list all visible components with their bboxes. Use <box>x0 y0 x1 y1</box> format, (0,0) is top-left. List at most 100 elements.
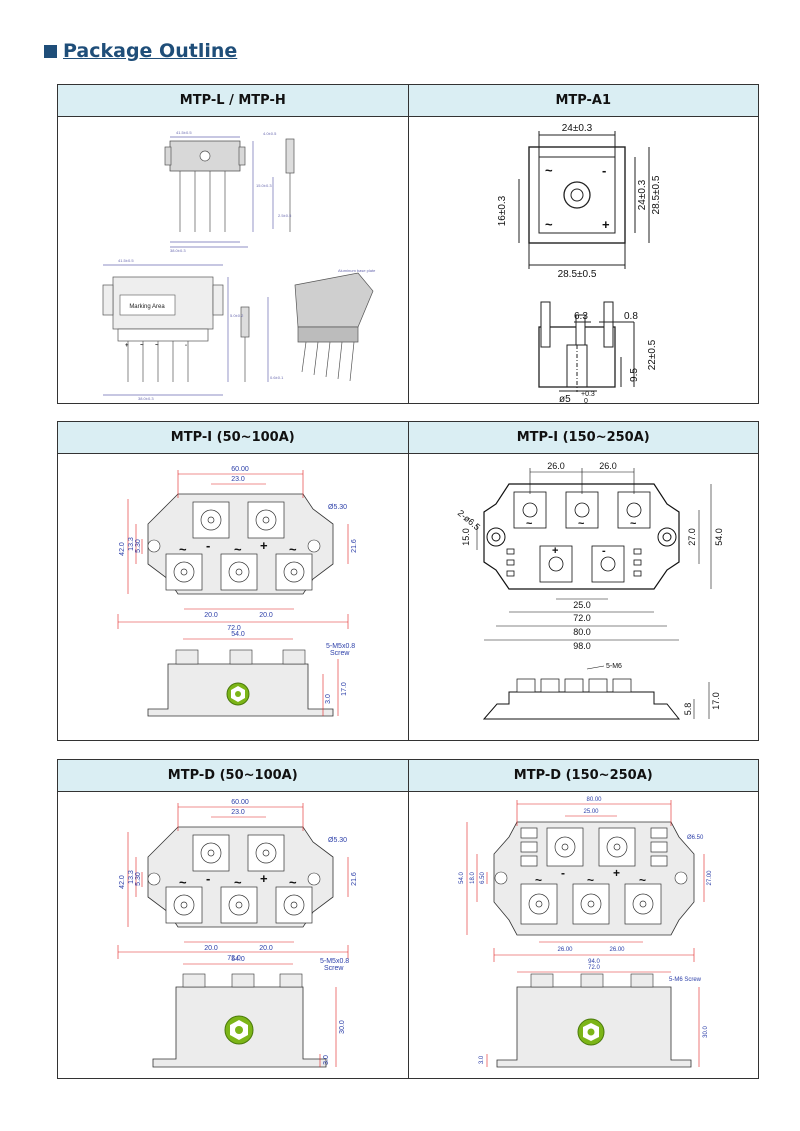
dim-i-large-h3: 54.0 <box>714 528 724 546</box>
i-small-sign-1: - <box>206 538 210 553</box>
dim-d-small-s1: 3.0 <box>323 1055 330 1065</box>
i-large-sign-5: + <box>552 545 558 557</box>
dim-i-large-s1: 5.8 <box>683 703 693 716</box>
col-title-mtp-l-h: MTP-L / MTP-H <box>57 84 409 117</box>
d-large-sign-3: ~ <box>535 873 542 887</box>
dim-mtp-l-2: 38.0±0.3 <box>170 248 186 253</box>
marking-area-label: Marking Area <box>129 304 165 310</box>
terminal-sign-4: - <box>185 343 187 349</box>
dim-i-small-h2: 5.30 <box>135 539 142 553</box>
dim-mtp-l-4: 4.0±0.5 <box>263 131 277 136</box>
dim-d-small-height: 42.0 <box>119 875 126 889</box>
heading-square-icon <box>44 44 57 58</box>
dim-mtp-l-6: 41.5±0.5 <box>118 258 134 263</box>
dim-i-small-s1: 3.0 <box>325 694 332 704</box>
dim-i-small-hole: Ø5.30 <box>328 504 347 511</box>
dim-d-large-b3: 94.0 <box>588 959 600 965</box>
dim-d-large-b1: 26.00 <box>557 947 573 953</box>
logo-icon <box>226 682 250 706</box>
a1-sign-br: + <box>602 217 610 232</box>
dim-i-large-p1: 26.0 <box>547 461 565 471</box>
dim-i-large-h1: 15.0 <box>461 528 471 546</box>
dim-d-large-s2: 30.0 <box>703 1026 709 1038</box>
page-heading: Package Outline <box>44 40 237 62</box>
drawing-mtp-d-small: 60.00 23.0 42.0 13.3 5.30 Ø5.30 21.6 20.… <box>57 791 409 1079</box>
dim-i-small-width: 60.00 <box>231 466 249 473</box>
dim-d-large-width: 80.00 <box>586 797 602 803</box>
dim-mtp-l-8: 5.0±0.2 <box>230 313 244 318</box>
col-title-mtp-d-small: MTP-D (50~100A) <box>57 759 409 792</box>
dim-d-small-hole: Ø5.30 <box>328 837 347 844</box>
heading-text: Package Outline <box>63 40 238 62</box>
d-small-sign-3: ~ <box>179 875 187 890</box>
base-plate-label: Aluminum base plate <box>338 268 376 273</box>
a1-sign-tl: ~ <box>545 163 553 178</box>
dim-a1-right-2: 28.5±0.5 <box>651 175 662 214</box>
dim-i-small-b2: 20.0 <box>259 612 273 619</box>
dim-d-large-s1: 3.0 <box>479 1055 485 1064</box>
dim-d-small-b3: 72.0 <box>227 955 241 962</box>
dim-mtp-l-1: 41.5±0.5 <box>176 130 192 135</box>
dim-i-small-pitch: 23.0 <box>231 476 245 483</box>
i-large-sign-3: ~ <box>630 518 637 530</box>
dim-d-large-screw: 5-M6 Screw <box>669 977 702 983</box>
logo-icon-2 <box>224 1015 254 1045</box>
dim-i-small-height: 42.0 <box>119 542 126 556</box>
dim-a1-right-1: 24±0.3 <box>637 179 648 210</box>
dim-i-small-h3: 21.6 <box>351 539 358 553</box>
dim-i-large-b1: 25.0 <box>573 600 591 610</box>
dim-d-small-b2: 20.0 <box>259 945 273 952</box>
i-large-sign-4: - <box>602 545 606 557</box>
drawing-mtp-i-small: 60.00 23.0 42.0 13.3 5.30 Ø5.30 21.6 20.… <box>57 453 409 741</box>
dim-i-large-p2: 26.0 <box>599 461 617 471</box>
dim-d-small-h2: 5.30 <box>135 872 142 886</box>
dim-a1-top: 24±0.3 <box>561 123 592 134</box>
dim-d-small-side-w: 54.0 <box>231 956 245 963</box>
dim-i-large-b3: 80.0 <box>573 627 591 637</box>
dim-i-large-b4: 98.0 <box>573 641 591 651</box>
dim-i-small-screw-2: Screw <box>330 650 350 657</box>
col-title-mtp-a1: MTP-A1 <box>407 84 759 117</box>
dim-d-small-b1: 20.0 <box>204 945 218 952</box>
dim-d-small-s2: 30.0 <box>339 1020 346 1034</box>
a1-sign-bl: ~ <box>545 217 553 232</box>
d-small-sign-4: ~ <box>234 875 242 890</box>
dim-a1-bottom: 28.5±0.5 <box>557 269 596 280</box>
col-title-mtp-i-large: MTP-I (150~250A) <box>407 421 759 454</box>
d-large-sign-1: - <box>561 866 565 880</box>
i-small-sign-4: ~ <box>234 542 242 557</box>
dim-d-large-h1: 54.0 <box>459 872 465 884</box>
dim-a1-tab: 6.3 <box>574 311 588 322</box>
logo-icon-3 <box>577 1018 604 1046</box>
dim-i-small-b3: 72.0 <box>227 625 241 632</box>
dim-d-large-side-w: 72.0 <box>588 965 600 971</box>
dim-d-large-h4: 27.00 <box>707 870 713 886</box>
terminal-sign-3: ~ <box>155 343 159 349</box>
dim-d-small-pitch: 23.0 <box>231 809 245 816</box>
i-large-sign-1: ~ <box>526 518 533 530</box>
dim-d-large-h2: 18.0 <box>470 872 476 884</box>
dim-a1-left: 16±0.3 <box>497 195 508 226</box>
dim-a1-body: 9.5 <box>629 368 640 382</box>
dim-i-small-screw: 5-M5x0.8 <box>326 643 355 650</box>
dim-i-small-side-w: 54.0 <box>231 631 245 638</box>
dim-d-large-hole: Ø6.50 <box>687 835 704 841</box>
dim-d-small-screw-2: Screw <box>324 965 344 972</box>
package-table-1: MTP-L / MTP-H MTP-A1 <box>57 84 759 404</box>
dim-a1-hole-tol-zero: 0 <box>584 398 588 403</box>
dim-i-large-b2: 72.0 <box>573 613 591 623</box>
drawing-mtp-l-h: Marking Area Aluminum base plate + ~ ~ -… <box>57 116 409 404</box>
dim-i-large-s2: 17.0 <box>711 692 721 710</box>
dim-d-small-h1: 13.3 <box>128 870 135 884</box>
terminal-sign-1: + <box>125 343 129 349</box>
d-small-sign-2: + <box>260 871 268 886</box>
dim-a1-height: 22±0.5 <box>647 339 658 370</box>
dim-d-small-h3: 21.6 <box>351 872 358 886</box>
a1-sign-tr: - <box>602 163 606 178</box>
col-title-mtp-i-small: MTP-I (50~100A) <box>57 421 409 454</box>
i-small-sign-2: + <box>260 538 268 553</box>
dim-d-large-b2: 26.00 <box>609 947 625 953</box>
i-small-sign-5: ~ <box>289 542 297 557</box>
dim-d-large-pitch: 25.00 <box>583 809 599 815</box>
i-small-sign-3: ~ <box>179 542 187 557</box>
